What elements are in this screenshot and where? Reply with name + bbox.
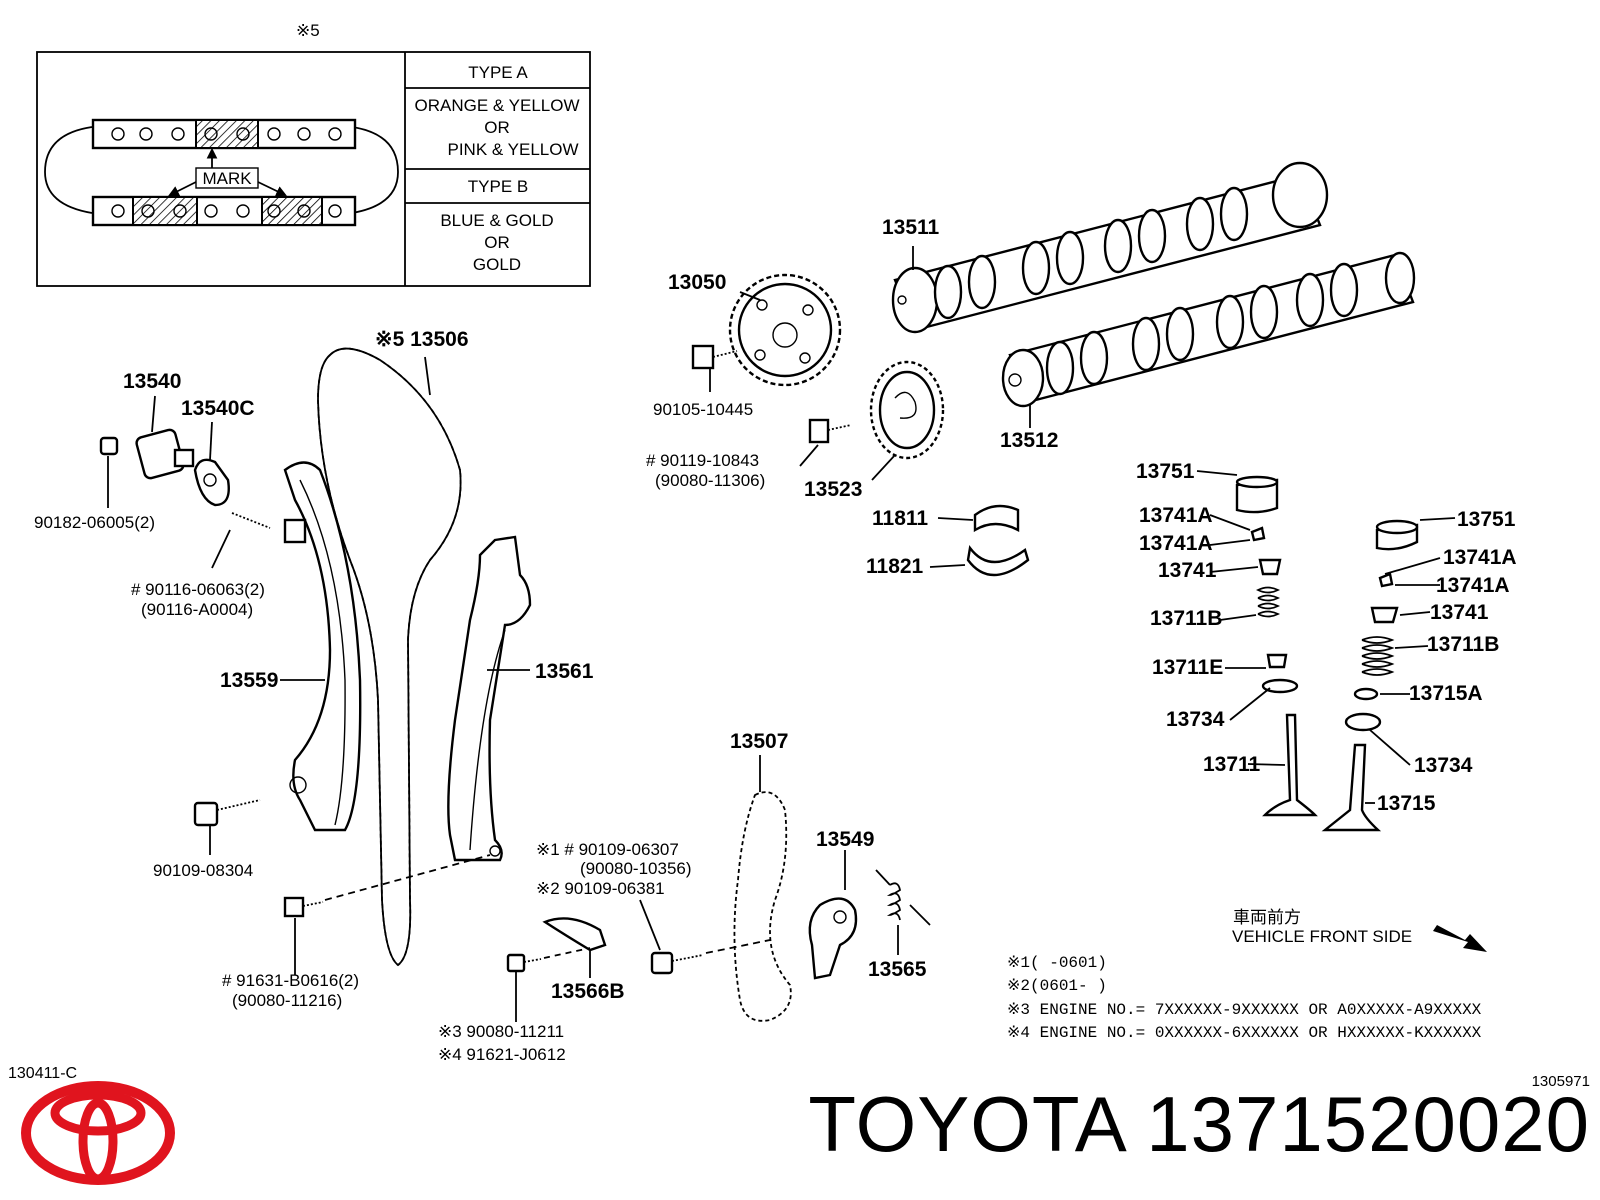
part-13506: ※5 13506 xyxy=(375,328,469,351)
type-a-color-2: OR xyxy=(484,118,510,137)
inset-ref-mark: ※5 xyxy=(296,21,320,40)
type-a-color-1: ORANGE & YELLOW xyxy=(414,96,579,115)
part-13512: 13512 xyxy=(1000,429,1058,452)
part-13559: 13559 xyxy=(220,669,278,692)
vehicle-front-jp: 車両前方 xyxy=(1233,908,1301,927)
part-13734-right: 13734 xyxy=(1414,754,1473,777)
gasket-13540c xyxy=(193,421,230,507)
bolt-90109-08304-icon xyxy=(193,799,261,855)
part-13741-right: 13741 xyxy=(1430,601,1489,624)
type-b-label: TYPE B xyxy=(468,177,528,196)
part-13549: 13549 xyxy=(816,828,874,851)
part-11811: 11811 xyxy=(872,507,928,530)
type-b-color-3: GOLD xyxy=(473,255,521,274)
sprocket-13523 xyxy=(869,360,945,481)
bolt-90105-icon xyxy=(691,344,738,392)
toyota-logo xyxy=(21,1081,175,1185)
part-90109-06307: ※1 # 90109-06307 xyxy=(536,840,679,859)
diagram-code-left: 130411-C xyxy=(8,1065,78,1082)
nut-90182-icon xyxy=(99,436,119,508)
vehicle-front-indicator: 車両前方 VEHICLE FRONT SIDE xyxy=(1232,908,1487,952)
tensioner-13540 xyxy=(135,395,195,480)
type-a-label: TYPE A xyxy=(468,63,528,82)
camshaft-13511 xyxy=(891,161,1329,334)
type-b-color-2: OR xyxy=(484,233,510,252)
part-90109-08304: 90109-08304 xyxy=(153,861,253,880)
note-4: ※4 ENGINE NO.= 0XXXXXX-6XXXXXX OR HXXXXX… xyxy=(1007,1024,1482,1042)
part-13711b-left: 13711B xyxy=(1150,607,1222,630)
part-13715: 13715 xyxy=(1377,792,1436,815)
vvt-gear-13050 xyxy=(728,273,842,387)
note-1: ※1( -0601) xyxy=(1007,954,1107,972)
part-13511: 13511 xyxy=(882,216,940,239)
part-13523: 13523 xyxy=(804,478,862,501)
bearing-11821 xyxy=(929,545,1030,577)
diagram-code-right: 1305971 xyxy=(1531,1073,1590,1090)
part-13507: 13507 xyxy=(730,730,788,753)
part-90080-10356: (90080-10356) xyxy=(580,859,692,878)
bolt-90119-icon xyxy=(799,418,852,467)
pump-chain-13507 xyxy=(733,755,792,1022)
type-a-color-3: PINK & YELLOW xyxy=(447,140,578,159)
part-13050: 13050 xyxy=(668,271,726,294)
mark-label: MARK xyxy=(202,169,252,188)
vehicle-front-en: VEHICLE FRONT SIDE xyxy=(1232,927,1412,946)
part-13741-left: 13741 xyxy=(1158,559,1217,582)
stud-90116-icon xyxy=(211,512,271,569)
part-90080-11211: ※3 90080-11211 xyxy=(438,1022,564,1041)
part-13711: 13711 xyxy=(1203,753,1261,776)
part-90119-10843: # 90119-10843 xyxy=(646,451,759,470)
part-13561: 13561 xyxy=(535,660,594,683)
bolt-91631-icon xyxy=(283,854,491,975)
part-13565: 13565 xyxy=(868,958,927,981)
part-13751-right: 13751 xyxy=(1457,508,1516,531)
part-90182-06005: 90182-06005(2) xyxy=(34,513,155,532)
valve-train-right xyxy=(1321,517,1456,832)
bolt-90109-06307-icon xyxy=(639,899,771,975)
part-90080-11216: (90080-11216) xyxy=(232,991,342,1010)
damper-13566b xyxy=(542,917,607,978)
camshaft-13512 xyxy=(1001,251,1416,428)
part-11821: 11821 xyxy=(866,555,924,578)
bearing-11811 xyxy=(937,504,1020,533)
part-90105-10445: 90105-10445 xyxy=(653,400,753,419)
part-13540: 13540 xyxy=(123,370,181,393)
part-13741a-left-1: 13741A xyxy=(1139,504,1213,527)
part-13711b-right: 13711B xyxy=(1427,633,1499,656)
part-13741a-left-2: 13741A xyxy=(1139,532,1213,555)
part-91621-j0612: ※4 91621-J0612 xyxy=(438,1045,566,1064)
part-90116-06063: # 90116-06063(2) xyxy=(131,580,265,599)
part-91631-b0616: # 91631-B0616(2) xyxy=(222,971,359,990)
footer-title: TOYOTA 1371520020 xyxy=(700,1085,1590,1163)
chain-mark-inset: ※5 TYPE A ORANGE & YELLOW OR PINK & YELL… xyxy=(36,21,591,287)
part-number: 1371520020 xyxy=(1146,1080,1590,1168)
note-2: ※2(0601- ) xyxy=(1007,977,1107,995)
part-90116-a0004: (90116-A0004) xyxy=(141,600,253,619)
part-90080-11306: (90080-11306) xyxy=(655,471,765,490)
brand-name: TOYOTA xyxy=(808,1080,1124,1168)
guide-13561 xyxy=(447,535,532,862)
part-13540c: 13540C xyxy=(181,397,255,420)
part-13751-left: 13751 xyxy=(1136,460,1195,483)
part-13741a-right-1: 13741A xyxy=(1443,546,1517,569)
tensioner-13549 xyxy=(808,850,858,980)
note-3: ※3 ENGINE NO.= 7XXXXXX-9XXXXXX OR A0XXXX… xyxy=(1007,1001,1482,1019)
bolt-90080-11211-icon xyxy=(506,947,591,1022)
part-13711e: 13711E xyxy=(1152,656,1223,679)
part-13715a: 13715A xyxy=(1409,682,1483,705)
part-13734-left: 13734 xyxy=(1166,708,1225,731)
type-b-color-1: BLUE & GOLD xyxy=(440,211,553,230)
slipper-13559 xyxy=(280,461,362,832)
front-arrow-icon xyxy=(1433,925,1487,952)
valve-train-left xyxy=(1196,470,1318,817)
spring-13565 xyxy=(875,869,931,955)
part-13741a-right-2: 13741A xyxy=(1436,574,1510,597)
part-90109-06381: ※2 90109-06381 xyxy=(536,879,665,898)
part-13566b: 13566B xyxy=(551,980,625,1003)
